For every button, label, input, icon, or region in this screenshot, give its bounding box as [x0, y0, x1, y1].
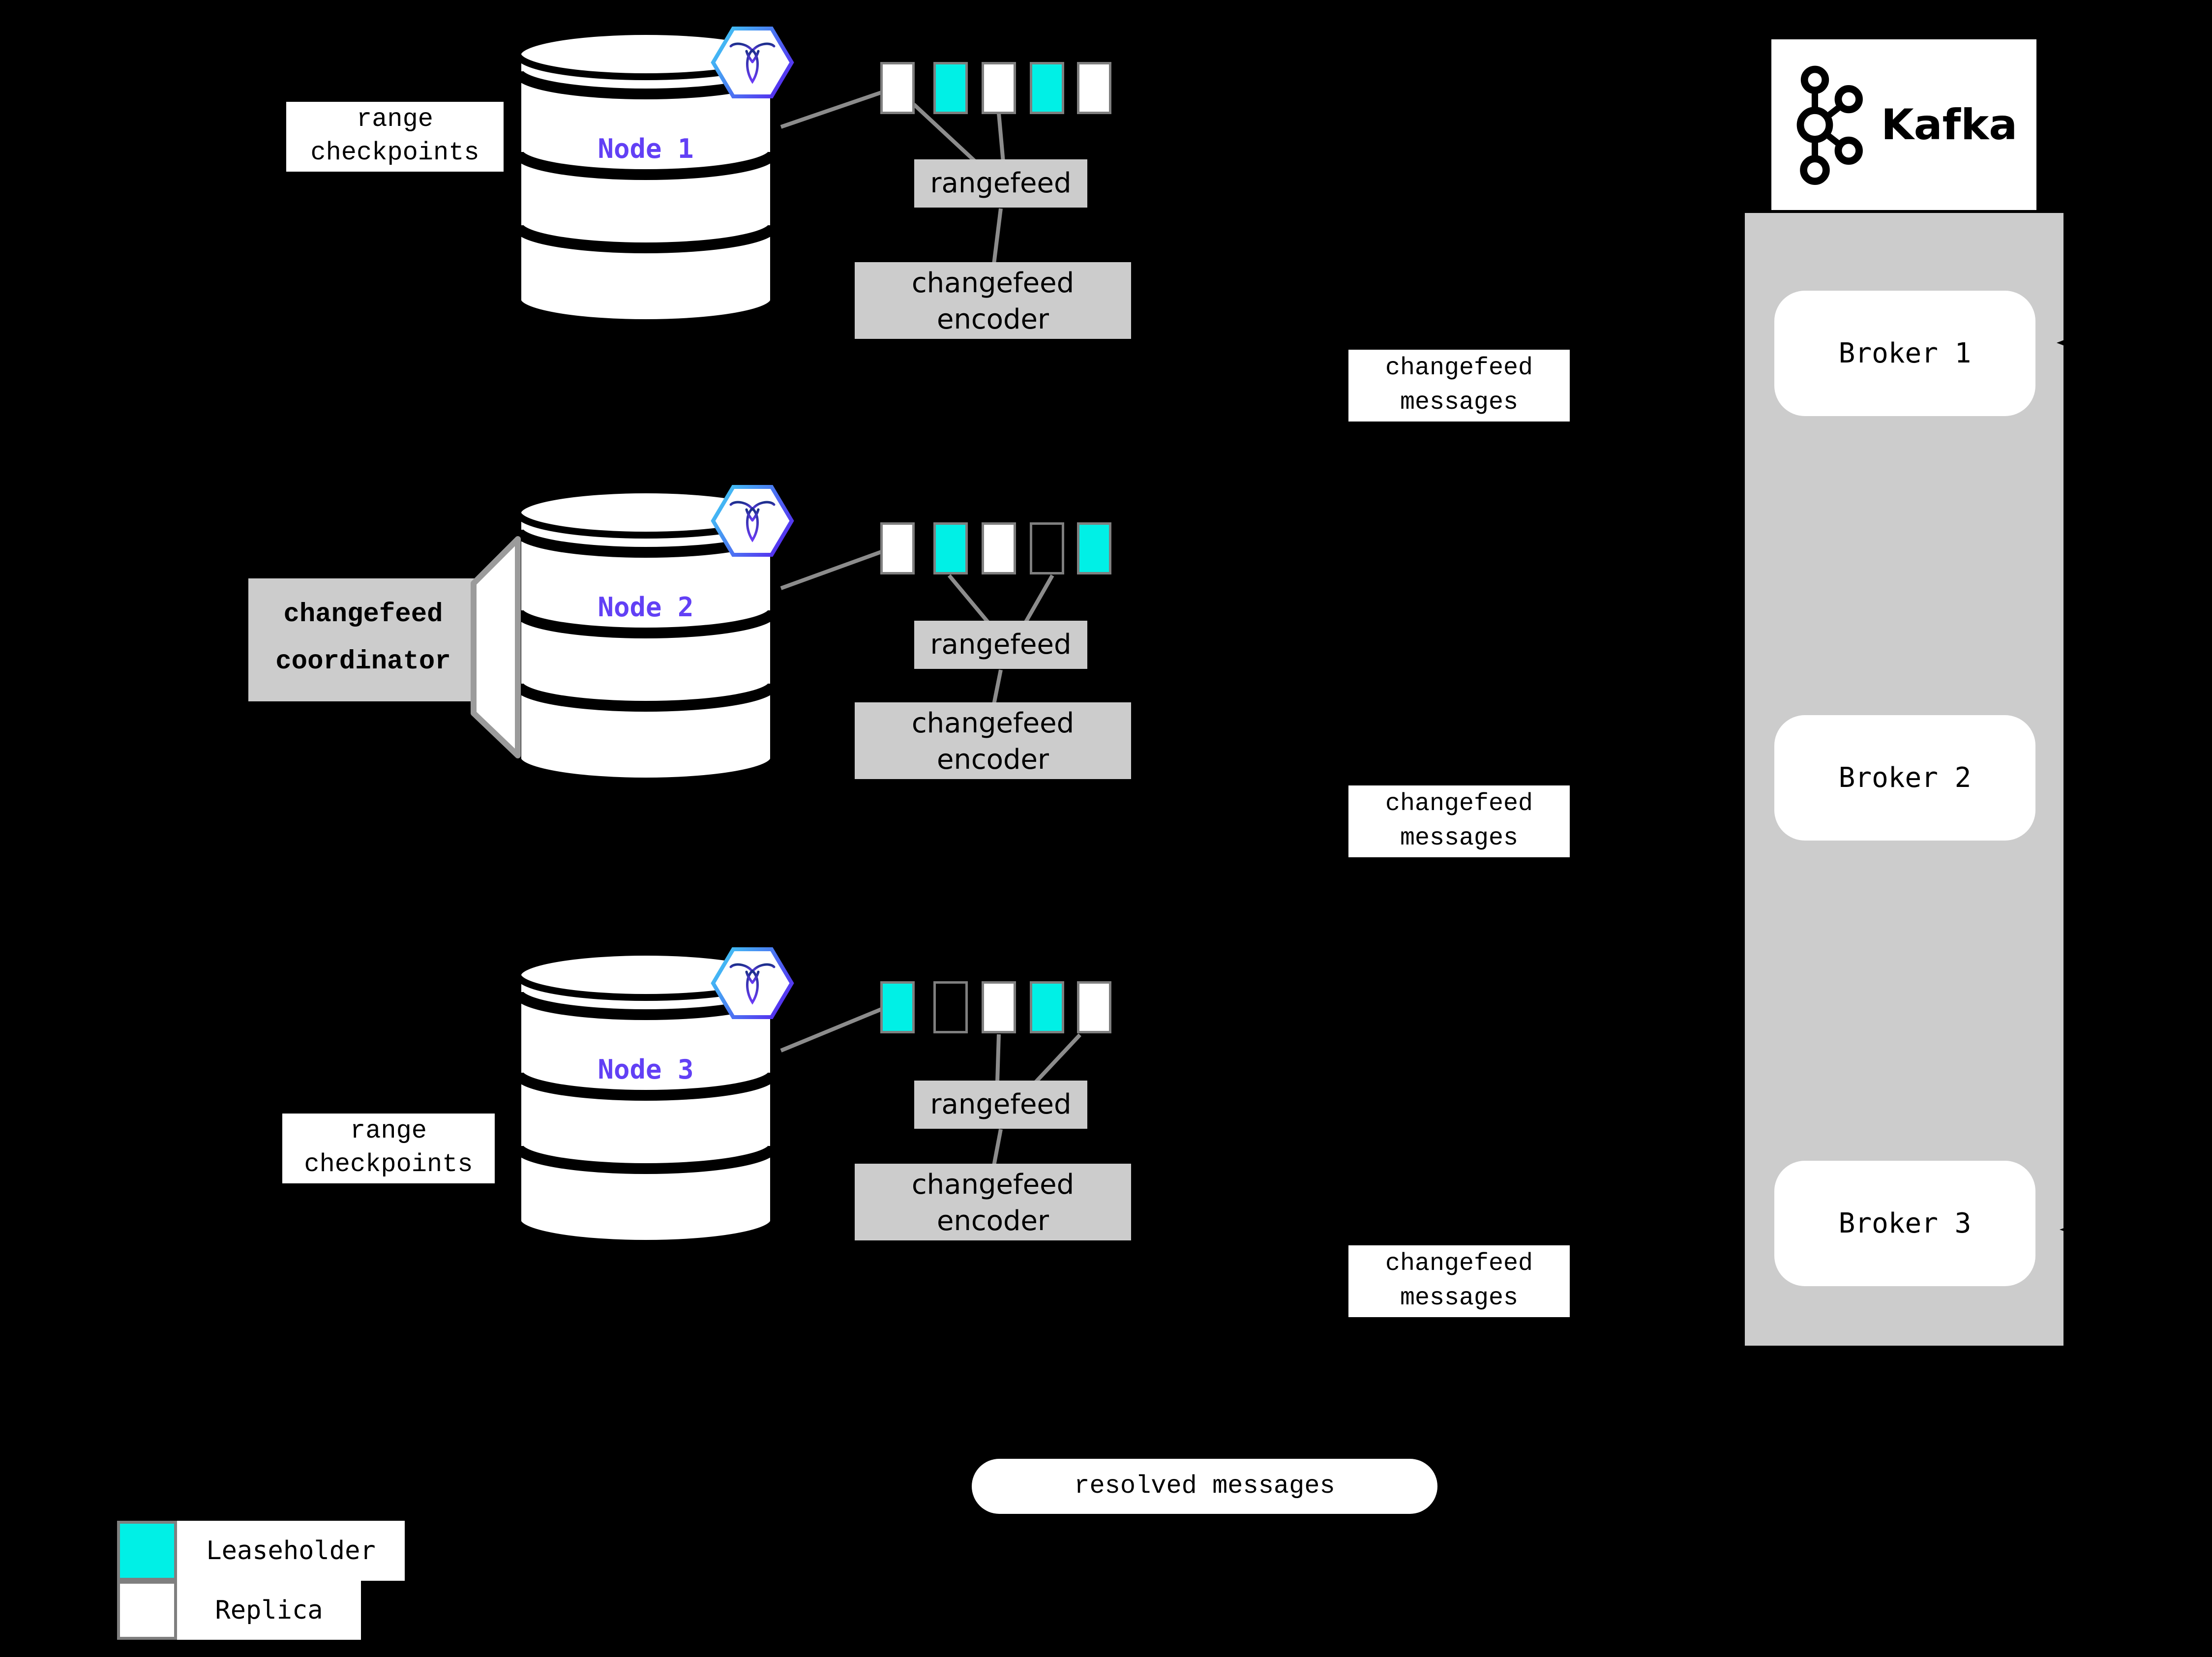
- cm-line2: messages: [1400, 824, 1519, 852]
- legend-leaseholder-label: Leaseholder: [177, 1521, 405, 1581]
- cm-line1: changefeed: [1385, 354, 1533, 382]
- node1-range-5: [1077, 62, 1111, 114]
- node1-label: Node 1: [598, 133, 694, 164]
- node3-range-4: [1030, 981, 1064, 1033]
- coordinator-line2: coordinator: [275, 647, 451, 677]
- kafka-wordmark: Kafka: [1881, 100, 2018, 150]
- node2-rangefeed-box: rangefeed: [914, 621, 1087, 669]
- node2-range-2: [933, 522, 968, 574]
- broker-2-box: Broker 2: [1774, 715, 2035, 841]
- node2-cockroachdb-logo-icon: [711, 485, 794, 557]
- node2-label: Node 2: [598, 592, 694, 623]
- cm-line1: changefeed: [1385, 1250, 1533, 1278]
- cm-line1: changefeed: [1385, 790, 1533, 818]
- node3-range-2: [933, 981, 968, 1033]
- node1-range-1: [880, 62, 915, 114]
- node1-range-4: [1030, 62, 1064, 114]
- range-checkpoints-line1: range: [356, 105, 434, 134]
- changefeed-messages-label-3: changefeed messages: [1348, 1245, 1570, 1317]
- range-checkpoints-label-top: range checkpoints: [286, 102, 504, 172]
- node1-range-3: [982, 62, 1016, 114]
- range-checkpoints-line2: checkpoints: [310, 138, 479, 167]
- changefeed-messages-label-2: changefeed messages: [1348, 785, 1570, 857]
- encoder-line1: changefeed: [911, 267, 1075, 299]
- node3-range-5: [1077, 981, 1111, 1033]
- node3-label: Node 3: [598, 1054, 694, 1085]
- coordinator-line1: changefeed: [283, 600, 443, 630]
- node2-range-5: [1077, 522, 1111, 574]
- node3-changefeed-encoder-box: changefeed encoder: [855, 1164, 1131, 1240]
- encoder-line2: encoder: [936, 303, 1049, 335]
- range-checkpoints-label-bottom: range checkpoints: [282, 1114, 495, 1183]
- node2-changefeed-encoder-box: changefeed encoder: [855, 702, 1131, 779]
- range-checkpoints-line1: range: [350, 1116, 427, 1145]
- node3-cockroachdb-logo-icon: [711, 947, 794, 1019]
- node2-range-4: [1030, 522, 1064, 574]
- node1-changefeed-encoder-box: changefeed encoder: [855, 262, 1131, 339]
- node3-range-3: [982, 981, 1016, 1033]
- legend-replica-swatch: [117, 1581, 177, 1640]
- legend-leaseholder-swatch: [117, 1521, 177, 1581]
- node2-range-1: [880, 522, 915, 574]
- encoder-line1: changefeed: [911, 1169, 1075, 1201]
- legend-replica-label: Replica: [177, 1581, 361, 1640]
- encoder-line2: encoder: [936, 744, 1049, 776]
- encoder-line2: encoder: [936, 1205, 1049, 1237]
- node1-cockroachdb-logo-icon: [711, 27, 794, 98]
- cm-line2: messages: [1400, 1284, 1519, 1312]
- changefeed-coordinator-label: changefeed coordinator: [248, 578, 478, 701]
- node3-range-1: [880, 981, 915, 1033]
- kafka-logo-icon: [1796, 65, 1863, 185]
- resolved-messages-pill: resolved messages: [972, 1459, 1437, 1514]
- node3-rangefeed-box: rangefeed: [914, 1081, 1087, 1129]
- node2-range-3: [982, 522, 1016, 574]
- broker-1-box: Broker 1: [1774, 291, 2035, 416]
- broker-3-box: Broker 3: [1774, 1161, 2035, 1286]
- kafka-logo-plate: Kafka: [1771, 39, 2036, 210]
- changefeed-messages-label-1: changefeed messages: [1348, 350, 1570, 422]
- node1-rangefeed-box: rangefeed: [914, 159, 1087, 208]
- node1-range-2: [933, 62, 968, 114]
- node2-database-cylinder-icon: [512, 488, 779, 784]
- encoder-line1: changefeed: [911, 707, 1075, 739]
- cm-line2: messages: [1400, 389, 1519, 417]
- range-checkpoints-line2: checkpoints: [304, 1150, 473, 1179]
